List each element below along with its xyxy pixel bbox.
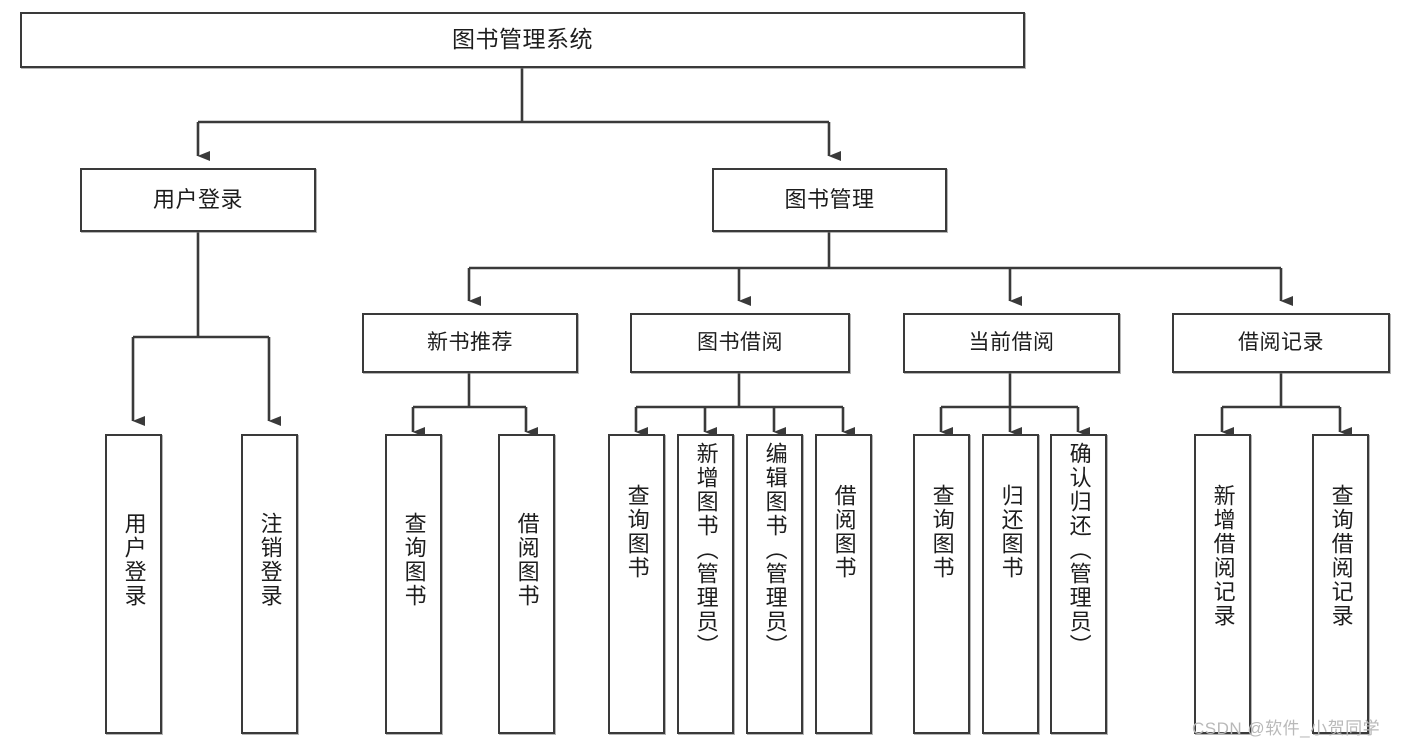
node-label: 用户登录	[152, 187, 243, 213]
node-label: 当前借阅	[968, 330, 1055, 354]
node-label: 用户登录	[121, 512, 147, 608]
node-new-book-recommend[interactable]: 新书推荐	[362, 313, 578, 373]
node-label: 借阅图书	[514, 512, 540, 608]
leaf-edit-book-admin[interactable]: 编辑图书（管理员）	[746, 434, 803, 734]
leaf-user-login[interactable]: 用户登录	[105, 434, 162, 734]
node-label: 查询图书	[624, 484, 650, 580]
node-borrow-record[interactable]: 借阅记录	[1172, 313, 1390, 373]
node-label: 新增借阅记录	[1210, 484, 1236, 628]
node-label: 借阅记录	[1238, 330, 1324, 354]
node-label: 查询图书	[401, 512, 427, 608]
leaf-query-book-current[interactable]: 查询图书	[913, 434, 970, 734]
node-label: 归还图书	[998, 484, 1024, 580]
node-current-borrow[interactable]: 当前借阅	[903, 313, 1120, 373]
node-label: 新增图书（管理员）	[693, 442, 719, 658]
leaf-confirm-return-admin[interactable]: 确认归还（管理员）	[1050, 434, 1107, 734]
node-label: 图书借阅	[697, 330, 783, 354]
node-label: 注销登录	[257, 512, 283, 608]
leaf-borrow-book[interactable]: 借阅图书	[815, 434, 872, 734]
leaf-add-book-admin[interactable]: 新增图书（管理员）	[677, 434, 734, 734]
leaf-add-borrow-record[interactable]: 新增借阅记录	[1194, 434, 1251, 734]
csdn-watermark: CSDN @软件_小贺同学	[1192, 719, 1381, 738]
node-book-borrow[interactable]: 图书借阅	[630, 313, 850, 373]
leaf-query-book[interactable]: 查询图书	[608, 434, 665, 734]
node-label: 新书推荐	[427, 330, 513, 354]
node-label: 图书管理系统	[452, 26, 593, 53]
node-user-login[interactable]: 用户登录	[80, 168, 316, 232]
node-label: 借阅图书	[831, 484, 857, 580]
node-root-system[interactable]: 图书管理系统	[20, 12, 1025, 68]
leaf-logout[interactable]: 注销登录	[241, 434, 298, 734]
node-label: 编辑图书（管理员）	[762, 442, 788, 658]
node-label: 查询借阅记录	[1328, 484, 1354, 628]
node-label: 确认归还（管理员）	[1066, 442, 1092, 658]
leaf-borrow-book-recommend[interactable]: 借阅图书	[498, 434, 555, 734]
leaf-query-book-recommend[interactable]: 查询图书	[385, 434, 442, 734]
node-label: 查询图书	[929, 484, 955, 580]
node-book-manage[interactable]: 图书管理	[712, 168, 947, 232]
leaf-query-borrow-record[interactable]: 查询借阅记录	[1312, 434, 1369, 734]
node-label: 图书管理	[784, 187, 875, 213]
leaf-return-book[interactable]: 归还图书	[982, 434, 1039, 734]
